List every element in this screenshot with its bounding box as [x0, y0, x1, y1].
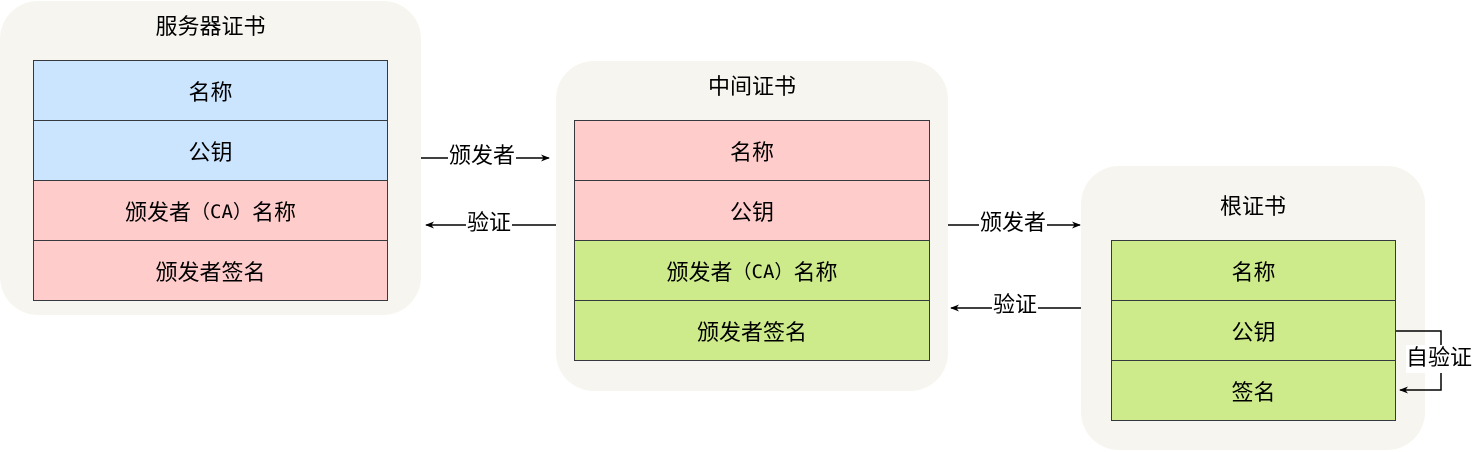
intermediate-cert-issuer-name-label: 名称	[793, 260, 838, 286]
root-verify-edge-label: 验证	[992, 292, 1039, 320]
root-cert-title: 根证书	[1219, 195, 1286, 220]
self-verify-edge-label: 自验证	[1406, 345, 1473, 373]
server-cert-issuer-label: 颁发者	[125, 200, 192, 226]
server-cert-public-key-label: 公钥	[188, 140, 233, 166]
server-issuer-edge-label: 颁发者	[448, 143, 517, 171]
intermediate-cert-name-field: 名称	[574, 120, 930, 181]
server-cert-title: 服务器证书	[155, 15, 266, 40]
intermediate-cert-issuer-label: 颁发者	[666, 260, 733, 286]
server-cert-issuer-name-field: 颁发者 （CA） 名称	[33, 180, 388, 241]
root-cert-public-key-field: 公钥	[1111, 300, 1396, 361]
root-cert-signature-label: 签名	[1231, 380, 1276, 406]
server-cert-name-label: 名称	[188, 80, 233, 106]
root-cert-name-field: 名称	[1111, 240, 1396, 301]
intermediate-cert-issuer-signature-label: 颁发者签名	[696, 320, 807, 346]
intermediate-issuer-edge-label: 颁发者	[979, 210, 1048, 238]
server-cert-ca-label: （CA）	[191, 201, 252, 223]
intermediate-cert-name-label: 名称	[729, 140, 774, 166]
server-verify-edge-label: 验证	[466, 210, 513, 238]
intermediate-cert-issuer-signature-field: 颁发者签名	[574, 300, 930, 361]
root-cert-signature-field: 签名	[1111, 360, 1396, 421]
root-cert-name-label: 名称	[1231, 260, 1276, 286]
server-cert-issuer-signature-field: 颁发者签名	[33, 240, 388, 301]
intermediate-cert-public-key-label: 公钥	[729, 200, 774, 226]
server-cert-issuer-signature-label: 颁发者签名	[155, 260, 266, 286]
root-cert-public-key-label: 公钥	[1231, 320, 1276, 346]
server-cert-name-field: 名称	[33, 60, 388, 121]
intermediate-cert-title: 中间证书	[707, 75, 796, 100]
server-cert-public-key-field: 公钥	[33, 120, 388, 181]
intermediate-cert-ca-label: （CA）	[732, 261, 794, 283]
server-cert-issuer-name-label: 名称	[251, 200, 296, 226]
intermediate-cert-public-key-field: 公钥	[574, 180, 930, 241]
intermediate-cert-issuer-name-field: 颁发者 （CA） 名称	[574, 240, 930, 301]
